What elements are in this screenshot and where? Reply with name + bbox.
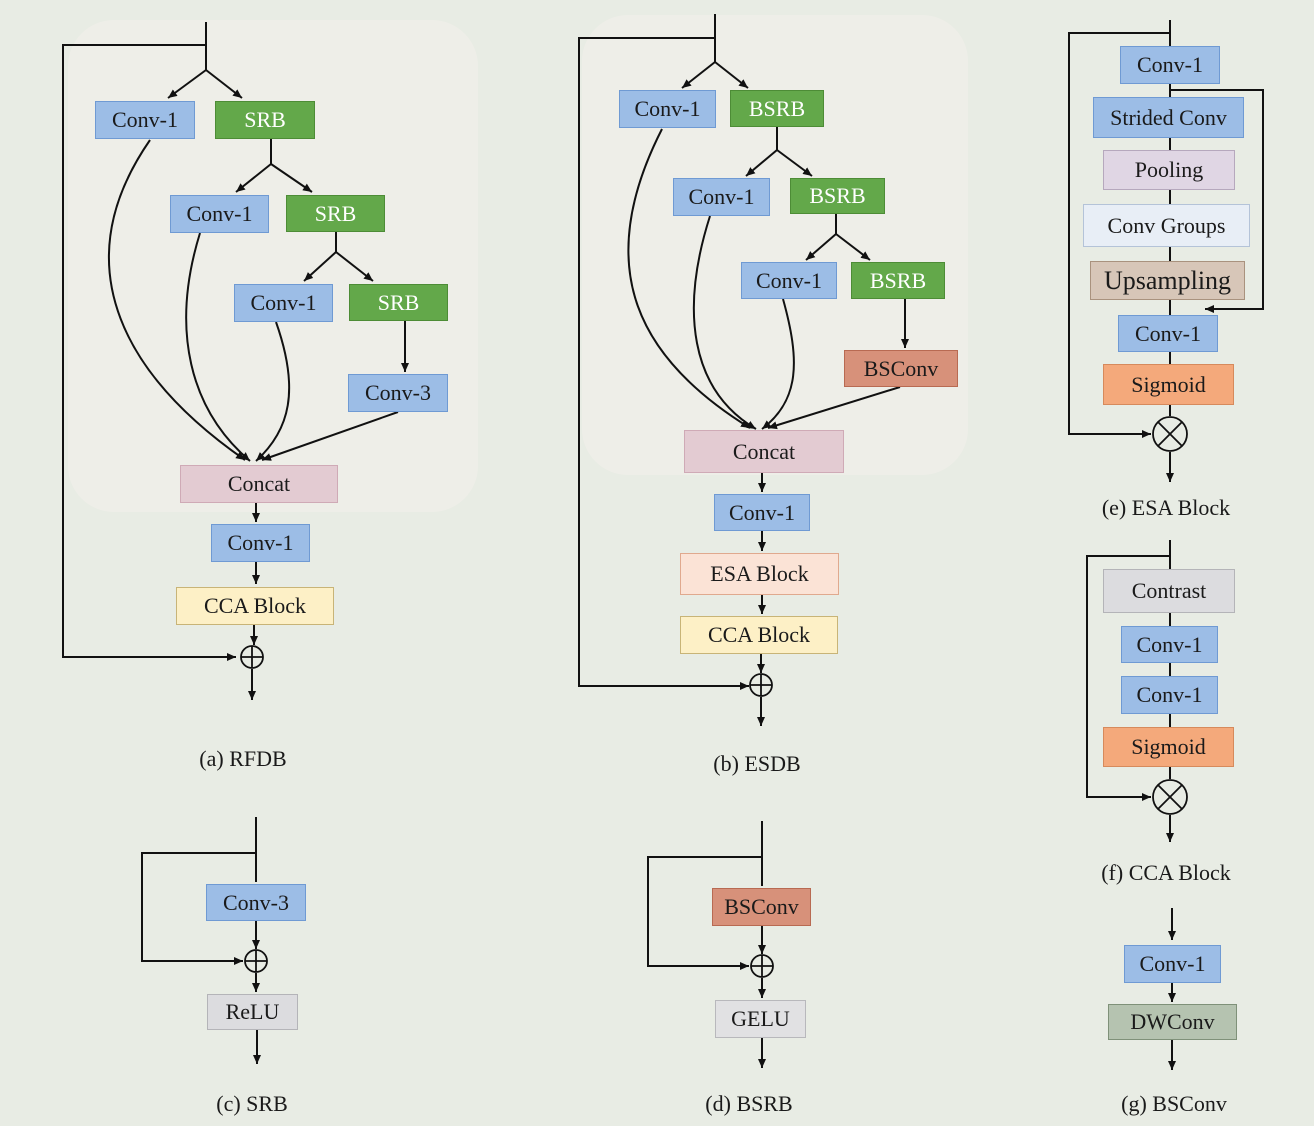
esdb-concat: Concat [684,430,844,473]
esa-conv1-top: Conv-1 [1120,46,1220,84]
cca-sigmoid: Sigmoid [1103,727,1234,767]
esdb-conv1-out: Conv-1 [714,494,810,531]
rfdb-conv1-b: Conv-1 [170,195,269,233]
esdb-bsconv: BSConv [844,350,958,387]
bsconv-conv1: Conv-1 [1124,945,1221,983]
rfdb-cca-block: CCA Block [176,587,334,625]
esdb-esa-block: ESA Block [680,553,839,595]
esa-sigmoid: Sigmoid [1103,364,1234,405]
cca-caption: (f) CCA Block [1101,860,1231,885]
rfdb-add-icon [240,645,264,669]
esa-upsampling: Upsampling [1090,261,1245,300]
esdb-panel [582,15,968,475]
esa-multiply-icon [1152,416,1188,452]
srb-caption: (c) SRB [216,1091,288,1116]
rfdb-conv1-a: Conv-1 [95,101,195,139]
esdb-bsrb-a: BSRB [730,90,824,127]
esa-conv-groups: Conv Groups [1083,204,1250,247]
rfdb-concat: Concat [180,465,338,503]
rfdb-srb-a: SRB [215,101,315,139]
esdb-conv1-c: Conv-1 [741,262,837,299]
cca-contrast: Contrast [1103,569,1235,613]
esdb-add-icon [749,673,773,697]
rfdb-srb-b: SRB [286,195,385,232]
esa-conv1-bottom: Conv-1 [1118,315,1218,352]
srb-conv3: Conv-3 [206,884,306,921]
cca-conv1-a: Conv-1 [1121,626,1218,663]
esdb-cca-block: CCA Block [680,616,838,654]
esdb-conv1-a: Conv-1 [619,90,716,128]
cca-multiply-icon [1152,779,1188,815]
rfdb-panel [68,20,478,512]
esdb-caption: (b) ESDB [713,751,801,776]
rfdb-conv1-out: Conv-1 [211,524,310,562]
rfdb-conv1-c: Conv-1 [234,284,333,322]
srb-add-icon [244,949,268,973]
rfdb-caption: (a) RFDB [199,746,287,771]
bsrb-add-icon [750,954,774,978]
esa-strided-conv: Strided Conv [1093,97,1244,138]
srb-relu: ReLU [207,994,298,1030]
esa-pooling: Pooling [1103,150,1235,190]
rfdb-srb-c: SRB [349,284,448,321]
esdb-bsrb-b: BSRB [790,178,885,214]
cca-conv1-b: Conv-1 [1121,676,1218,714]
rfdb-conv3: Conv-3 [348,374,448,412]
esa-caption: (e) ESA Block [1101,495,1231,520]
esdb-bsrb-c: BSRB [851,262,945,299]
esdb-conv1-b: Conv-1 [673,178,770,216]
bsrb-caption: (d) BSRB [705,1091,793,1116]
bsconv-dwconv: DWConv [1108,1004,1237,1040]
bsconv-caption: (g) BSConv [1121,1091,1227,1116]
bsrb-gelu: GELU [715,1000,806,1038]
bsrb-bsconv: BSConv [712,888,811,926]
